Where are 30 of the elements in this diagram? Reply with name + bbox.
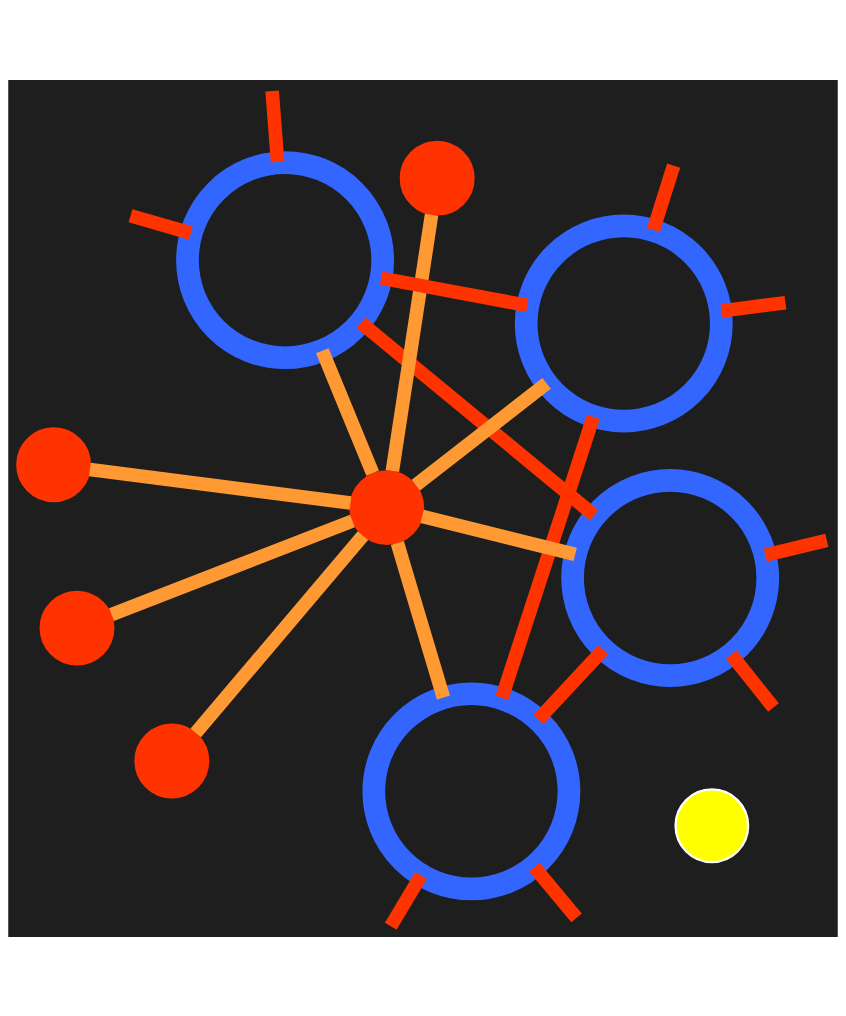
connector bbox=[763, 533, 829, 562]
node-ring bbox=[362, 681, 581, 900]
node-circle bbox=[134, 723, 210, 798]
node-circle bbox=[16, 426, 92, 502]
connector bbox=[495, 414, 600, 700]
connector bbox=[385, 213, 439, 472]
connector bbox=[720, 295, 787, 318]
node-ring bbox=[176, 150, 395, 369]
connector bbox=[384, 871, 427, 930]
connector bbox=[725, 649, 779, 712]
connector bbox=[356, 317, 599, 520]
node-circle bbox=[399, 140, 475, 216]
node-circle bbox=[39, 590, 115, 666]
connector bbox=[533, 644, 609, 724]
connector bbox=[109, 514, 355, 621]
node-circle bbox=[674, 787, 750, 863]
connector bbox=[646, 163, 681, 232]
node-ring bbox=[561, 468, 780, 687]
connector bbox=[265, 89, 285, 163]
connector bbox=[420, 509, 577, 561]
connector bbox=[89, 462, 352, 510]
connector bbox=[128, 208, 193, 240]
connector bbox=[411, 377, 551, 490]
node-ring bbox=[514, 214, 733, 432]
connector bbox=[390, 540, 450, 699]
connector bbox=[379, 270, 529, 312]
connector bbox=[529, 862, 582, 922]
node-circle bbox=[349, 469, 425, 545]
connector bbox=[190, 530, 369, 737]
connector bbox=[316, 347, 379, 476]
